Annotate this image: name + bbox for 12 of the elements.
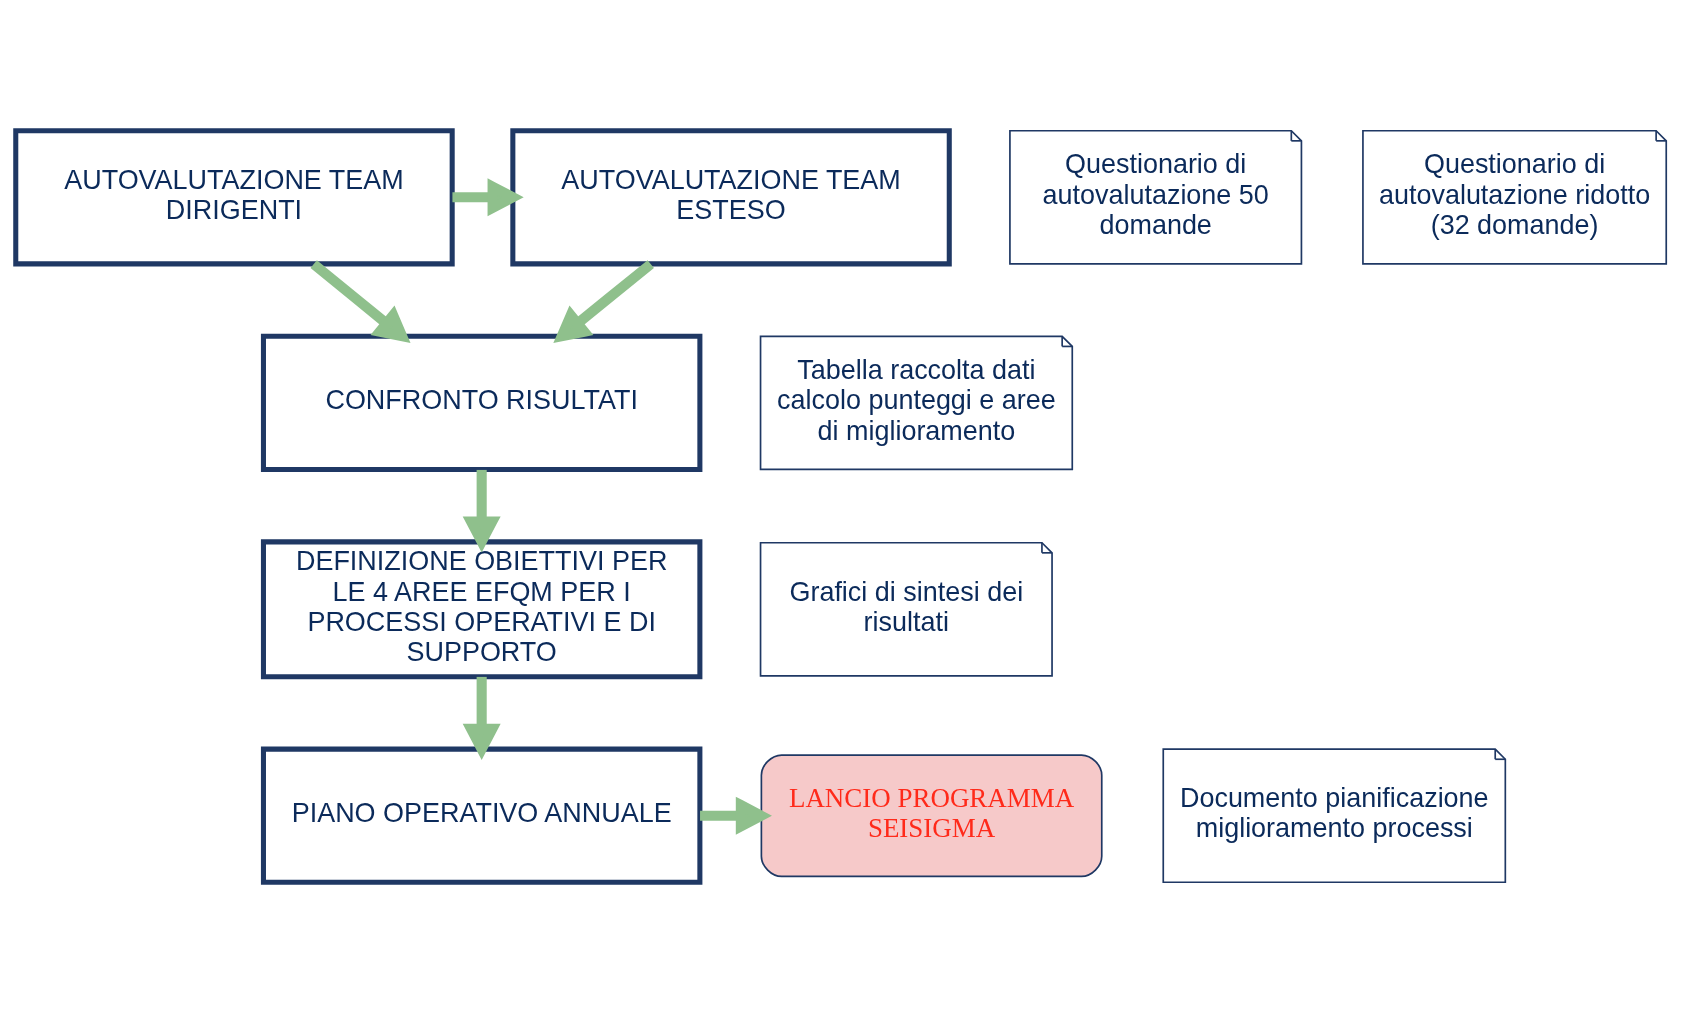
arrow: [452, 178, 524, 217]
arrow: [310, 260, 411, 344]
node-box: CONFRONTO RISULTATI: [260, 333, 703, 472]
node-box: LANCIO PROGRAMMA SEISIGMA: [760, 754, 1103, 878]
arrow: [462, 469, 501, 553]
arrow: [462, 676, 501, 760]
node-box: AUTOVALUTAZIONE TEAM ESTESO: [510, 128, 952, 267]
arrow: [700, 796, 772, 835]
arrow: [553, 260, 654, 344]
node-box: PIANO OPERATIVO ANNUALE: [260, 746, 703, 885]
node-box: DEFINIZIONE OBIETTIVI PER LE 4 AREE EFQM PER I PROCESSI OPERATIVI E DI SUPPORTO: [260, 539, 703, 680]
node-box: AUTOVALUTAZIONE TEAM DIRIGENTI: [13, 128, 455, 267]
